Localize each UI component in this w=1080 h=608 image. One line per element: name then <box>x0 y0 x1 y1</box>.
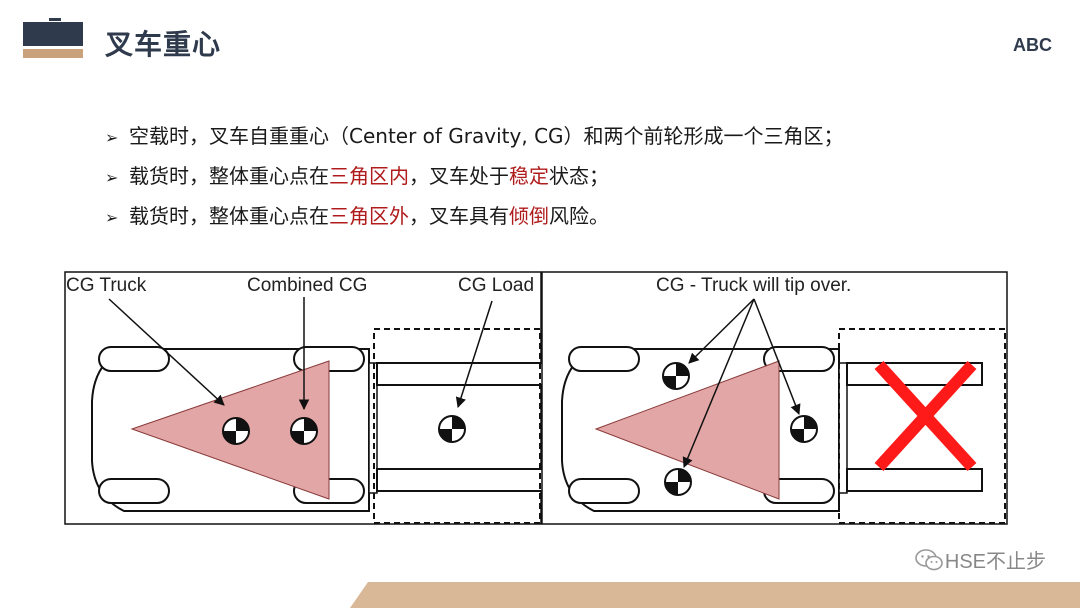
bullet-highlight: 三角区外 <box>329 204 409 228</box>
fork-top <box>376 362 548 386</box>
arrow-cg-truck <box>108 298 225 406</box>
footer-band <box>350 582 1080 608</box>
bullet-text: 载货时，整体重心点在 <box>129 164 329 188</box>
stable-panel: CG Truck Combined CG CG Load <box>64 271 548 525</box>
logo-tick <box>49 18 61 21</box>
forklift-cg-diagram: CG Truck Combined CG CG Load <box>64 271 1008 527</box>
cg-load-symbol <box>438 415 466 443</box>
fork-bottom <box>376 468 548 492</box>
bullet-text: 状态； <box>549 164 609 188</box>
front-wheel-top <box>763 346 835 372</box>
fork-bottom <box>846 468 983 492</box>
bullet-highlight: 三角区内 <box>329 164 409 188</box>
cg-symbol-bottom <box>664 468 692 496</box>
rear-wheel-bottom <box>568 478 640 504</box>
brand-logo-text: ABC <box>1013 35 1052 55</box>
rear-wheel-top <box>568 346 640 372</box>
label-tip-over: CG - Truck will tip over. <box>656 275 851 296</box>
bullet-arrow-icon: ➢ <box>105 208 119 227</box>
bullet-text: 风险。 <box>549 204 609 228</box>
logo-dark-bar <box>23 22 83 46</box>
mast <box>838 362 848 494</box>
combined-cg-symbol <box>290 417 318 445</box>
watermark-text: HSE不止步 <box>944 551 1046 573</box>
bullet-item: ➢ 空载时，叉车自重重心（Center of Gravity, CG）和两个前轮形… <box>105 117 844 157</box>
bullet-highlight: 倾倒 <box>509 204 549 228</box>
bullet-text: ，叉车具有 <box>409 204 509 228</box>
load-dashed-box <box>838 328 1006 524</box>
bullet-text: 空载时，叉车自重重心（Center of Gravity, CG）和两个前轮形成… <box>129 124 844 148</box>
cg-symbol-right <box>790 415 818 443</box>
rear-wheel-top <box>98 346 170 372</box>
cg-symbol-top <box>662 362 690 390</box>
cg-truck-symbol <box>222 417 250 445</box>
tipover-panel: CG - Truck will tip over. <box>541 271 1008 525</box>
arrow-cg-load <box>455 300 493 408</box>
label-combined-cg: Combined CG <box>247 275 367 296</box>
wechat-icon <box>915 548 945 577</box>
slide-title: 叉车重心 <box>105 28 222 61</box>
arrow-tip-top <box>688 298 755 364</box>
watermark: HSE不止步 <box>915 545 1046 577</box>
arrow-tip-right <box>753 298 801 415</box>
red-cross-icon <box>874 360 977 472</box>
label-cg-truck: CG Truck <box>66 275 147 296</box>
load-dashed-box <box>373 328 541 524</box>
bullet-item: ➢ 载货时，整体重心点在三角区外，叉车具有倾倒风险。 <box>105 197 844 237</box>
arrow-tip-bottom <box>682 298 755 468</box>
slide-logo-block <box>23 18 83 60</box>
bullet-arrow-icon: ➢ <box>105 168 119 187</box>
bullet-text: ，叉车处于 <box>409 164 509 188</box>
bullet-arrow-icon: ➢ <box>105 128 119 147</box>
label-cg-load: CG Load <box>458 275 534 296</box>
bullet-list: ➢ 空载时，叉车自重重心（Center of Gravity, CG）和两个前轮形… <box>105 117 844 237</box>
logo-tan-bar <box>23 49 83 58</box>
rear-wheel-bottom <box>98 478 170 504</box>
bullet-text: 载货时，整体重心点在 <box>129 204 329 228</box>
forklift-cg-svg: CG Truck Combined CG CG Load <box>64 271 1008 525</box>
bullet-item: ➢ 载货时，整体重心点在三角区内，叉车处于稳定状态； <box>105 157 844 197</box>
bullet-highlight: 稳定 <box>509 164 549 188</box>
